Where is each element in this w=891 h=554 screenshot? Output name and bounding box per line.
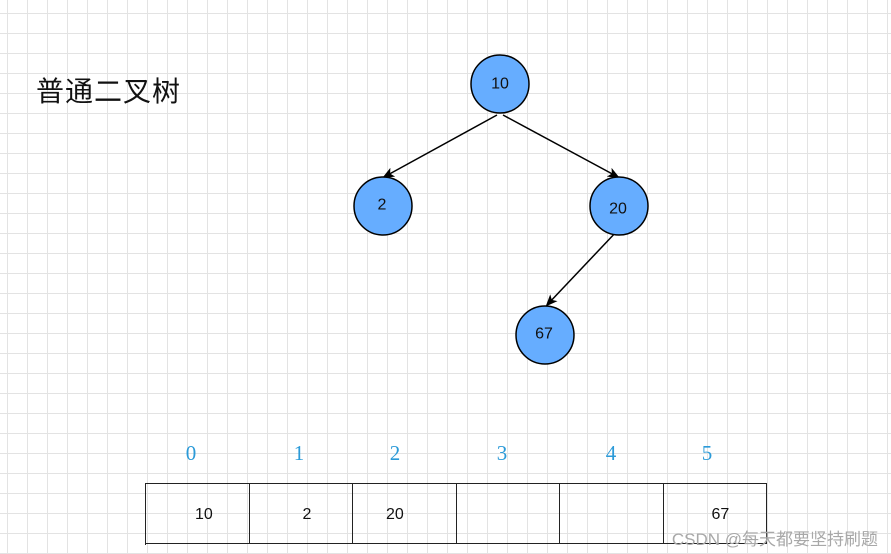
- tree-node-right-left-label: 67: [535, 326, 553, 343]
- tree-node-root-label: 10: [491, 76, 509, 93]
- diagram-title: 普通二叉树: [36, 75, 182, 108]
- tree-node-root-circle: [470, 54, 530, 114]
- array-index-3: 3: [496, 441, 508, 465]
- tree-node-right-left: 67: [515, 305, 575, 365]
- array-index-1: 1: [293, 441, 305, 465]
- array-index-0: 0: [185, 441, 197, 465]
- tree-node-left-circle: [353, 176, 413, 236]
- edge-root-left: [382, 114, 498, 178]
- array-table: 10 2 20 67: [145, 483, 767, 545]
- tree-node-left: 2: [353, 176, 413, 236]
- array-cell-value: 2: [302, 506, 312, 523]
- array-cell-value: 20: [386, 506, 404, 523]
- array-cell-2: 20: [353, 483, 457, 544]
- tree-node-right-circle: [589, 176, 649, 236]
- array-cell-4: [560, 483, 664, 544]
- array-index-4: 4: [605, 441, 617, 465]
- array-cell-0: 10: [146, 483, 250, 544]
- array-cell-value: 67: [711, 506, 730, 523]
- array-cell-3: [456, 483, 560, 544]
- array-index-5: 5: [701, 441, 713, 465]
- tree-node-left-label: 2: [378, 197, 387, 214]
- edge-right-rightleft: [545, 229, 619, 307]
- tree-node-right: 20: [589, 176, 649, 236]
- array-cell-1: 2: [249, 483, 353, 544]
- array-index-2: 2: [389, 441, 401, 465]
- tree-node-right-label: 20: [609, 201, 627, 218]
- tree-node-right-left-circle: [515, 305, 575, 365]
- array-cell-5: 67: [663, 483, 767, 544]
- array-cell-value: 10: [195, 506, 213, 523]
- tree-node-root: 10: [470, 54, 530, 114]
- edge-root-right: [502, 114, 620, 178]
- watermark: CSDN @每天都要坚持刷题: [671, 530, 878, 549]
